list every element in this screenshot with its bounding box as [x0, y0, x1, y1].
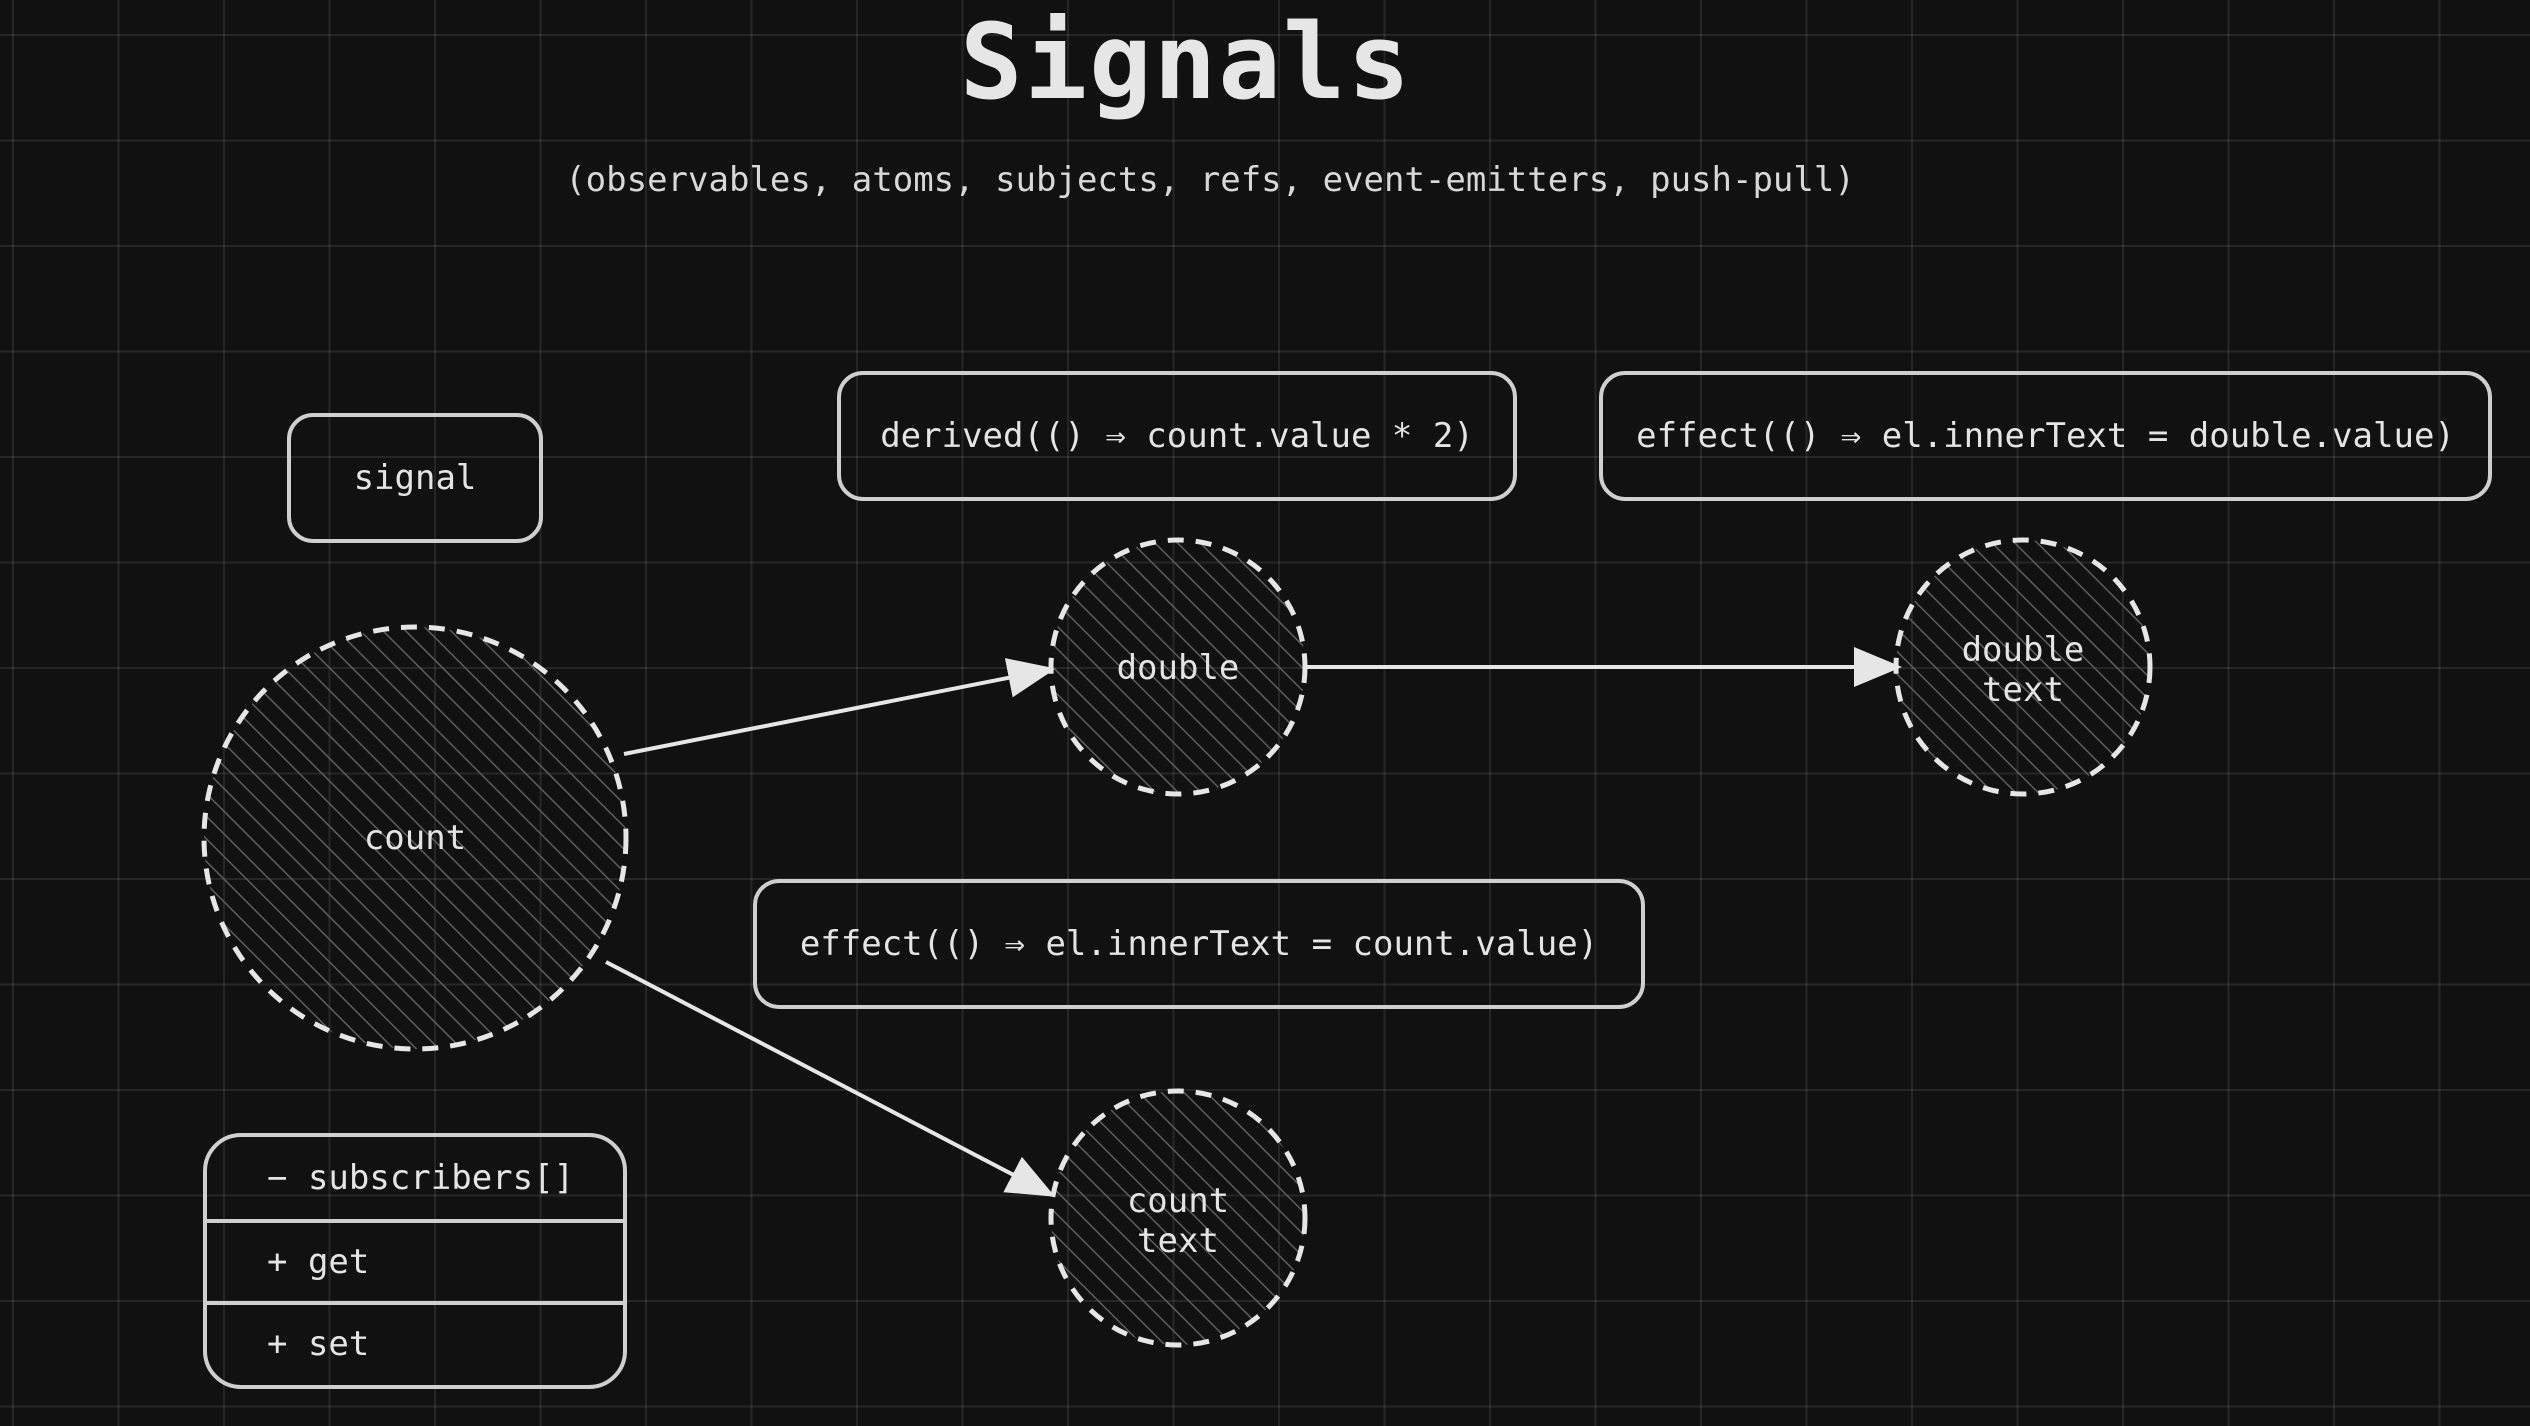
double-node — [1048, 537, 1308, 797]
derived-box: derived(() ⇒ count.value * 2) — [837, 371, 1517, 501]
count-node-label: count — [363, 818, 467, 858]
double-text-node-label: double text — [1923, 630, 2123, 710]
double-text-node — [1893, 537, 2153, 797]
count-text-node-label: count text — [1078, 1181, 1278, 1261]
edge-count-to-double — [623, 658, 1056, 756]
effect-count-box-label: effect(() ⇒ el.innerText = count.value) — [799, 924, 1599, 964]
double-text-line-1: double — [1961, 630, 2085, 670]
edge-count-to-count-text — [605, 960, 1056, 1197]
subscribers-row: − subscribers[] — [267, 1158, 575, 1198]
count-text-line-2: text — [1137, 1221, 1219, 1261]
double-node-label: double — [1116, 648, 1240, 688]
effect-count-box: effect(() ⇒ el.innerText = count.value) — [753, 879, 1645, 1009]
effect-double-box: effect(() ⇒ el.innerText = double.value) — [1599, 371, 2492, 501]
double-text-line-2: text — [1982, 670, 2064, 710]
signal-box-label: signal — [353, 458, 477, 498]
subscriber-list-box: − subscribers[] + get + set — [203, 1133, 627, 1389]
count-text-node — [1048, 1088, 1308, 1348]
count-node — [201, 624, 629, 1052]
page-subtitle: (observables, atoms, subjects, refs, eve… — [565, 160, 1855, 200]
effect-double-box-label: effect(() ⇒ el.innerText = double.value) — [1636, 416, 2455, 456]
get-row: + get — [207, 1219, 623, 1301]
set-row: + set — [207, 1301, 623, 1383]
signal-box: signal — [287, 413, 543, 543]
count-text-line-1: count — [1126, 1181, 1230, 1221]
derived-box-label: derived(() ⇒ count.value * 2) — [880, 416, 1474, 456]
page-title: Signals — [959, 1, 1413, 123]
